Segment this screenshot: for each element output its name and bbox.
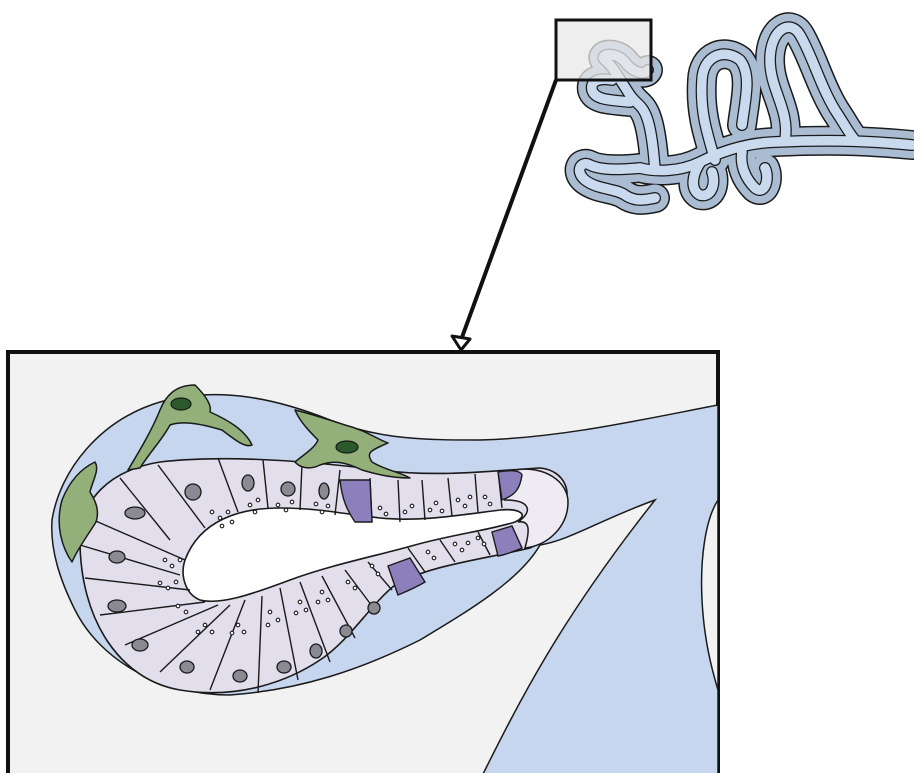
nucleus [340, 625, 352, 637]
nucleus [180, 661, 194, 673]
nucleus [233, 670, 247, 682]
nucleus [108, 600, 126, 612]
nucleus [242, 475, 254, 491]
nucleus [185, 484, 201, 500]
nucleus [132, 639, 148, 651]
nucleus [277, 661, 291, 673]
zoom-arrow [452, 80, 556, 350]
nucleus [310, 644, 322, 658]
myoepithelial-nucleus [171, 398, 191, 410]
nucleus [109, 551, 125, 563]
nucleus [319, 483, 329, 499]
magnification-box [556, 20, 651, 80]
nucleus [281, 482, 295, 496]
myoepithelial-nucleus [336, 441, 358, 453]
detail-panel [8, 352, 718, 773]
nucleus [125, 507, 145, 519]
nucleus [368, 602, 380, 614]
